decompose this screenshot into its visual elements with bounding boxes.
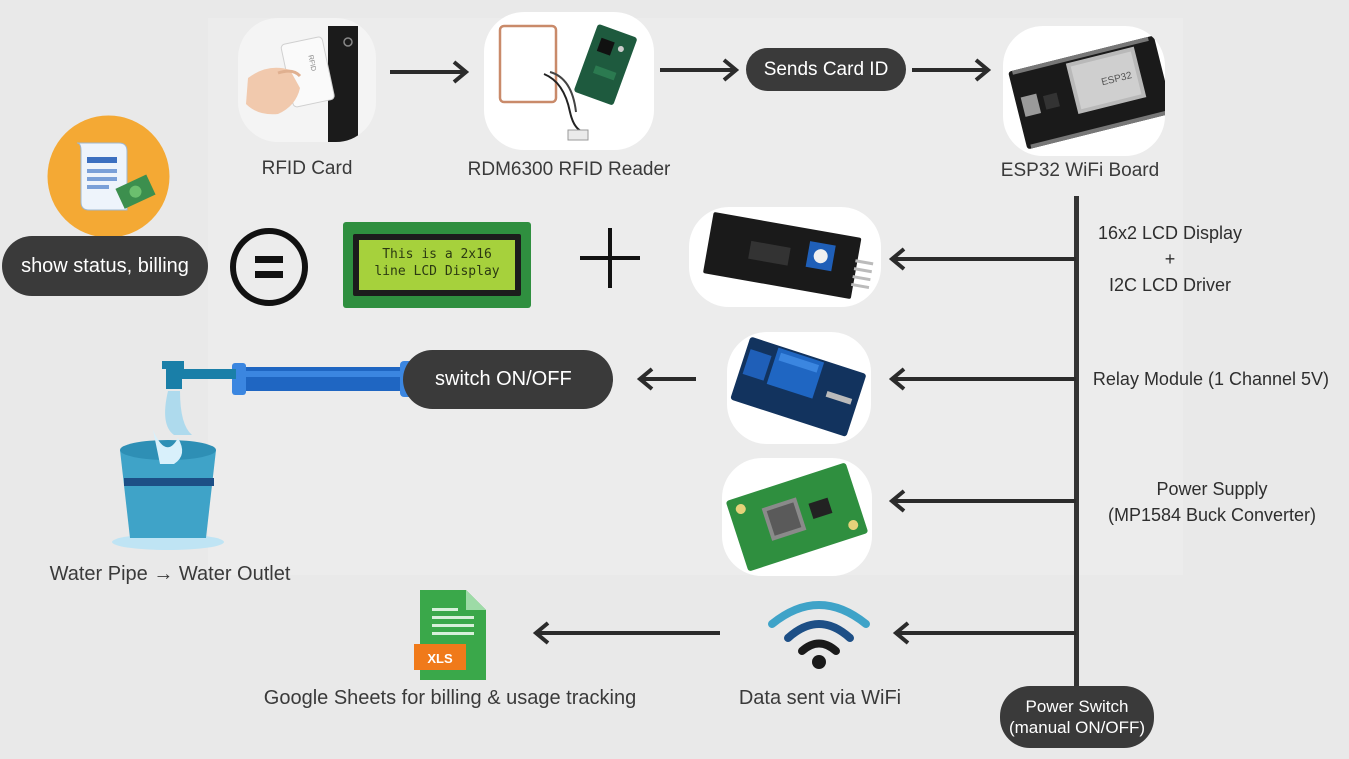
rfid-card-label: RFID Card [261,158,353,179]
esp32-board-image: ESP32 [1003,26,1165,156]
arrow-left-icon [892,621,1076,645]
relay-module-image [727,332,871,444]
rfid-card-image: RFID [238,18,376,142]
rfid-reader-icon [498,24,637,141]
xls-tag-text: XLS [427,651,453,666]
lcd-text-line-1: This is a 2x16 [382,247,492,262]
power-switch-line-2: (manual ON/OFF) [1008,718,1146,737]
rfid-card-icon: RFID [246,26,358,142]
arrow-left-icon [888,367,1076,391]
power-supply-image [722,458,872,576]
water-bucket-icon [112,430,224,550]
rfid-reader-image [484,12,654,150]
water-faucet-icon [162,361,430,435]
wifi-icon [768,601,870,669]
lcd-branch-label: 16x2 LCD Display + I2C LCD Driver [1086,220,1254,298]
lcd-display-image: This is a 2x16 line LCD Display [343,222,531,308]
esp32-label: ESP32 WiFi Board [1000,160,1160,181]
sheets-label: Google Sheets for billing & usage tracki… [263,687,637,709]
arrow-left-icon [532,621,720,645]
show-status-pill: show status, billing [2,236,208,296]
equals-icon [230,228,308,306]
wifi-label: Data sent via WiFi [738,687,902,709]
arrow-right-icon [912,58,992,82]
relay-branch-label: Relay Module (1 Channel 5V) [1092,369,1330,389]
power-branch-label: Power Supply (MP1584 Buck Converter) [1094,476,1330,528]
power-branch-line-1: Power Supply [1156,479,1268,499]
arrow-right-icon [390,60,470,84]
lcd-branch-plus: + [1164,249,1176,269]
lcd-text-line-2: line LCD Display [374,264,500,279]
sends-card-id-pill: Sends Card ID [746,48,906,91]
lcd-branch-line-1: 16x2 LCD Display [1097,223,1243,243]
lcd-branch-line-2: I2C LCD Driver [1108,275,1232,295]
power-switch-pill: Power Switch (manual ON/OFF) [1000,686,1154,748]
arrow-right-icon [660,58,740,82]
power-branch-line-2: (MP1584 Buck Converter) [1107,505,1317,525]
power-switch-line-1: Power Switch [1025,697,1129,716]
billing-icon [47,115,170,238]
xls-file-icon: XLS [414,590,486,680]
i2c-driver-icon [703,212,874,299]
bus-line [1074,196,1079,696]
relay-module-icon [730,337,866,437]
card-rfid-text: RFID [306,54,316,71]
water-label: Water Pipe → Water Outlet [49,563,291,585]
i2c-driver-image [689,207,881,307]
switch-onoff-pill: switch ON/OFF [403,350,613,409]
plus-icon [580,228,640,288]
arrow-left-icon [888,489,1076,513]
buck-converter-icon [726,463,868,571]
arrow-left-icon [888,247,1076,271]
rfid-reader-label: RDM6300 RFID Reader [467,159,671,180]
arrow-left-icon [636,367,696,391]
esp32-board-icon: ESP32 [1008,36,1165,149]
